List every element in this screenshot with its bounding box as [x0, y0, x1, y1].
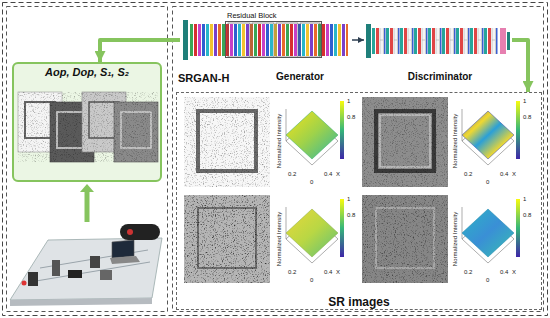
optical-bench — [10, 184, 162, 306]
axis-label: 0 — [310, 277, 313, 283]
axis-label: Normalized Intensity — [452, 212, 458, 266]
generator-layers — [183, 20, 348, 60]
axis-label: 0.4 — [500, 171, 508, 177]
network-panel: SRGAN-H Generator Residual BlockDiscrimina… — [174, 8, 542, 88]
axis-label: 0 — [310, 179, 313, 185]
axis-label: 0.4 — [324, 171, 332, 177]
generator-block: Generator Residual Block — [180, 10, 352, 86]
node-label: SR images — [328, 295, 389, 309]
node-label: Generator — [276, 71, 324, 82]
axis-label: 1 — [523, 196, 526, 202]
axis-label: 1 — [523, 98, 526, 104]
axis-label: 0.4 — [324, 269, 332, 275]
axis-label: 0.8 — [347, 114, 355, 120]
axis-label: X — [512, 269, 516, 275]
axis-label: 1 — [347, 98, 350, 104]
discriminator-layers — [366, 24, 510, 58]
node-label: Residual Block — [227, 11, 277, 20]
node-label: SRGAN-H — [178, 72, 229, 84]
axis-label: 0.2 — [288, 171, 296, 177]
axis-label: X — [336, 171, 340, 177]
axis-label: 0 — [486, 179, 489, 185]
axis-label: 0.8 — [523, 114, 531, 120]
surface-plot — [286, 199, 344, 263]
axis-label: Normalized Intensity — [452, 114, 458, 168]
input-images — [12, 62, 162, 182]
axis-label: X — [336, 269, 340, 275]
discriminator-block: Discriminator — [364, 22, 512, 86]
axis-label: 0.8 — [347, 212, 355, 218]
input-box: Aop, Dop, S₁, S₂ — [12, 62, 162, 182]
axis-label: 0.2 — [464, 269, 472, 275]
surface-plot — [286, 101, 344, 165]
node-label: Aop, Dop, S₁, S₂ — [45, 66, 129, 78]
axis-label: 1 — [347, 196, 350, 202]
surface-plot — [462, 101, 520, 165]
axis-label: 0.2 — [288, 269, 296, 275]
axis-label: 0.2 — [464, 171, 472, 177]
flow-arrow — [100, 40, 180, 62]
surface-plot — [462, 199, 520, 263]
axis-label: X — [512, 171, 516, 177]
axis-label: 0 — [486, 277, 489, 283]
flow-arrow — [352, 39, 364, 41]
axis-label: Normalized Intensity — [276, 114, 282, 168]
sr-tiles — [184, 97, 448, 283]
flow-arrow — [512, 40, 528, 92]
axis-label: 0.4 — [500, 269, 508, 275]
residual-bracket: Residual Block — [225, 21, 322, 58]
axis-label: Normalized Intensity — [276, 212, 282, 266]
node-label: Discriminator — [408, 71, 472, 82]
axis-label: 0.8 — [523, 212, 531, 218]
panel-frames — [3, 3, 548, 316]
